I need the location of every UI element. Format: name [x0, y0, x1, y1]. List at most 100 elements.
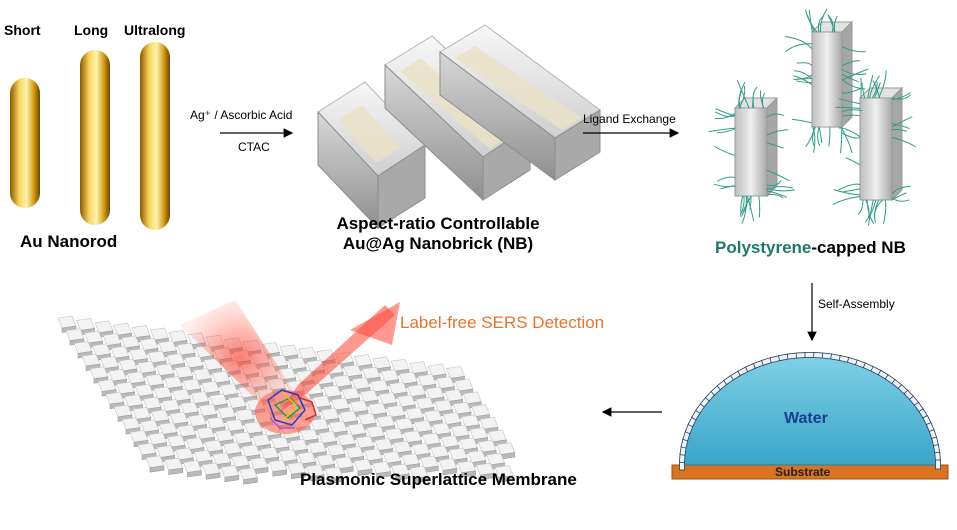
- membrane-brick: [430, 445, 450, 463]
- polymer-chain: [741, 195, 747, 224]
- polymer-chain: [891, 94, 911, 100]
- polymer-chain: [738, 81, 746, 109]
- long-rod-label: Long: [74, 22, 109, 38]
- polymer-chain: [766, 113, 785, 118]
- reagent-label: Ag⁺ / Ascorbic Acid: [190, 108, 293, 122]
- membrane-brick: [249, 457, 269, 475]
- shell-nanobrick: [778, 353, 789, 362]
- polymer-chain: [738, 85, 746, 109]
- membrane-brick: [411, 442, 431, 461]
- polymer-chain: [793, 74, 813, 80]
- polymer-chain: [891, 92, 911, 100]
- au-nanorod-caption: Au Nanorod: [20, 232, 118, 251]
- shell-nanobrick: [804, 352, 815, 358]
- ultralong-nanorod: [140, 42, 170, 230]
- membrane-brick: [182, 460, 202, 478]
- membrane-brick: [230, 454, 250, 472]
- capped-nb-suffix: -capped NB: [811, 238, 906, 257]
- polymer-chain: [891, 185, 911, 195]
- polymer-chain: [841, 79, 866, 90]
- membrane-caption: Plasmonic Superlattice Membrane: [300, 470, 577, 489]
- polymer-chain: [828, 15, 834, 33]
- short-rod-label: Short: [4, 22, 41, 38]
- nanobrick-ultralong: [439, 24, 601, 181]
- polymer-chain: [766, 188, 795, 192]
- membrane-brick: [126, 371, 146, 389]
- polymer-chain: [766, 194, 784, 199]
- nanobrick-caption-line2: Au@Ag Nanobrick (NB): [342, 234, 534, 253]
- polymer-chain: [796, 80, 813, 83]
- membrane-brick: [81, 353, 101, 371]
- polymer-chain: [714, 111, 736, 118]
- membrane-brick: [129, 348, 149, 366]
- polymer-chain: [869, 75, 881, 99]
- polymer-chain: [841, 73, 859, 83]
- polymer-chain: [716, 176, 736, 182]
- membrane-brick: [227, 395, 247, 414]
- polymer-chain: [840, 188, 861, 193]
- polymer-chain: [818, 15, 825, 33]
- membrane-brick: [494, 465, 514, 483]
- polymer-chain: [766, 142, 784, 149]
- nanobrick-short: [317, 81, 426, 230]
- polymer-chain: [882, 199, 887, 224]
- membrane-brick: [415, 396, 435, 415]
- polymer-chain: [841, 114, 860, 117]
- polymer-chain: [819, 8, 828, 33]
- polymer-chain: [766, 190, 787, 198]
- membrane-brick: [337, 433, 356, 451]
- membrane-brick: [486, 452, 505, 470]
- capped-brick-left: [733, 96, 779, 198]
- membrane-brick: [222, 441, 242, 460]
- nanobrick-shell: [678, 352, 941, 471]
- nanobrick-caption-line1: Aspect-ratio Controllable: [336, 214, 540, 233]
- membrane-brick: [438, 458, 458, 476]
- polymer-chain: [752, 86, 758, 109]
- membrane-brick: [220, 464, 240, 483]
- polymer-chain: [827, 14, 835, 33]
- shell-nanobrick: [786, 352, 798, 360]
- polymer-chains: [708, 8, 916, 226]
- polymer-chain: [766, 129, 789, 136]
- polymer-chain: [867, 75, 874, 99]
- membrane-brick: [164, 457, 184, 475]
- membrane-brick: [239, 467, 258, 485]
- polymer-chain: [812, 126, 816, 148]
- polymer-chain: [818, 126, 823, 144]
- membrane-brick: [450, 424, 470, 442]
- polymer-chain: [812, 126, 816, 153]
- polymer-chain: [766, 169, 790, 182]
- membrane-brick: [452, 401, 472, 419]
- polymer-chain: [840, 126, 853, 154]
- polymer-chain: [891, 192, 907, 201]
- au-nanorods: [10, 42, 170, 230]
- membrane-brick: [145, 373, 165, 391]
- membrane-brick: [108, 368, 127, 387]
- membrane-brick: [479, 416, 499, 435]
- polymer-chain: [837, 183, 861, 191]
- membrane-brick: [372, 461, 392, 479]
- membrane-brick: [316, 453, 336, 472]
- polymer-chain: [833, 189, 861, 196]
- water-label: Water: [784, 410, 828, 427]
- polystyrene-word: Polystyrene: [715, 238, 812, 257]
- polymer-chain: [740, 195, 744, 218]
- polymer-chain: [841, 87, 862, 94]
- polymer-chain: [840, 126, 843, 154]
- polymer-chain: [872, 80, 881, 99]
- membrane-brick: [201, 380, 220, 399]
- polymer-chain: [740, 195, 745, 214]
- membrane-brick: [457, 460, 477, 478]
- polymer-chain: [759, 90, 764, 109]
- polymer-chain: [741, 195, 752, 216]
- membrane-brick: [421, 432, 441, 450]
- membrane-brick: [475, 462, 495, 481]
- surfactant-label: CTAC: [238, 140, 270, 154]
- long-nanorod: [80, 50, 110, 225]
- membrane-brick: [409, 361, 428, 379]
- polymer-chain: [749, 195, 752, 211]
- membrane-brick: [372, 356, 391, 374]
- shell-nanobrick: [935, 459, 941, 470]
- polymer-chain: [841, 132, 861, 139]
